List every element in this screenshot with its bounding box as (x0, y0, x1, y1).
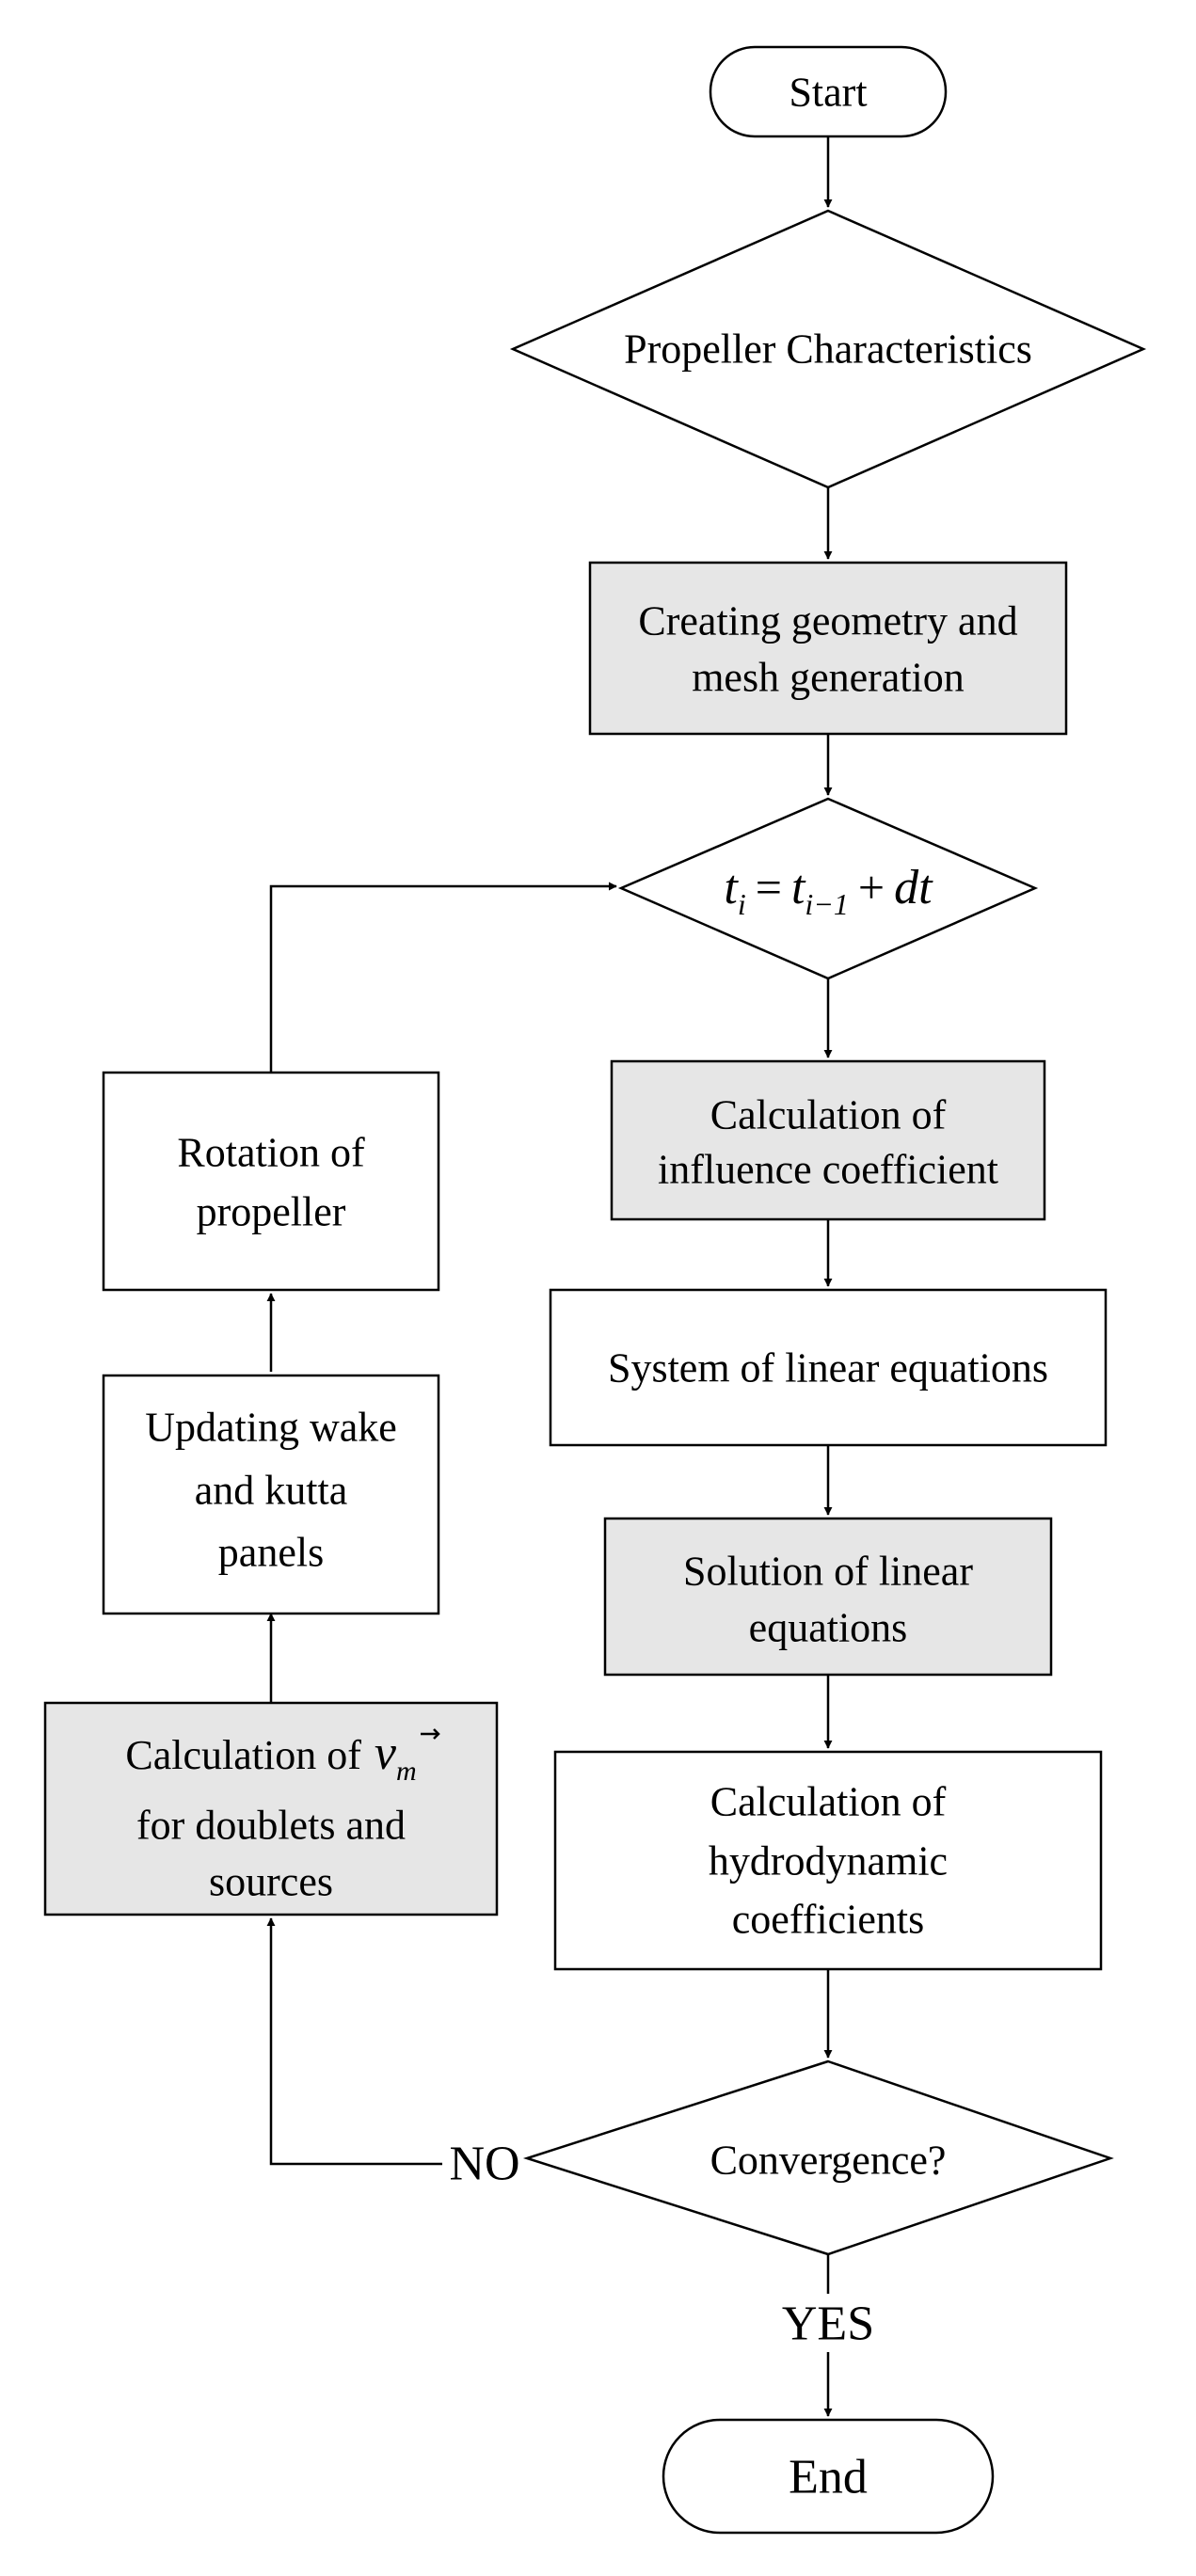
updating-wake-line1: Updating wake (145, 1405, 397, 1451)
influence-coefficient-line1: Calculation of (710, 1092, 947, 1138)
edge-label-yes: YES (782, 2298, 874, 2351)
rotation-line1: Rotation of (177, 1130, 365, 1176)
updating-wake-shape (102, 1374, 440, 1615)
hydrodynamic-line1: Calculation of (710, 1779, 947, 1825)
vector-arrow-icon (421, 1728, 440, 1740)
creating-geometry-node: Creating geometry and mesh generation (588, 561, 1068, 736)
edge-convergence-no-to-velocity (266, 1917, 527, 2166)
connectors (266, 136, 833, 2417)
convergence-label: Convergence? (710, 2138, 947, 2184)
start-shape (709, 45, 948, 138)
creating-geometry-line1: Creating geometry and (638, 598, 1017, 644)
velocity-calc-line2: for doublets and (136, 1803, 406, 1849)
convergence-shape (522, 2059, 1114, 2256)
hydrodynamic-node: Calculation of hydrodynamic coefficients (553, 1750, 1103, 1971)
time-step-shape (617, 797, 1039, 980)
end-label: End (789, 2451, 868, 2504)
yes-label-bg (772, 2294, 885, 2352)
edge-label-no: NO (449, 2138, 519, 2191)
time-step-equation: ti=ti−1+dt (724, 861, 933, 921)
solution-linear-line2: equations (749, 1605, 908, 1651)
propeller-characteristics-shape (509, 209, 1147, 489)
hydrodynamic-line2: hydrodynamic (709, 1838, 948, 1884)
velocity-calc-line3: sources (209, 1859, 333, 1905)
time-step-node: ti=ti−1+dt (617, 797, 1039, 980)
convergence-node: Convergence? (522, 2059, 1114, 2256)
start-terminator: Start (709, 45, 948, 138)
start-label: Start (789, 70, 867, 116)
rotation-shape (102, 1071, 440, 1292)
hydrodynamic-shape (553, 1750, 1103, 1971)
solution-linear-shape (603, 1517, 1053, 1677)
end-terminator: End (662, 2418, 995, 2535)
hydrodynamic-line3: coefficients (732, 1897, 924, 1943)
rotation-node: Rotation of propeller (102, 1071, 440, 1292)
system-linear-label: System of linear equations (608, 1345, 1048, 1391)
creating-geometry-shape (588, 561, 1068, 736)
solution-linear-node: Solution of linear equations (603, 1517, 1053, 1677)
edge-rotation-to-timestep (269, 882, 617, 1073)
rotation-line2: propeller (197, 1189, 346, 1235)
updating-wake-line3: panels (218, 1530, 324, 1576)
influence-coefficient-line2: influence coefficient (658, 1147, 998, 1193)
propeller-characteristics-node: Propeller Characteristics (509, 209, 1147, 489)
system-linear-shape (549, 1288, 1108, 1447)
no-label-bg (442, 2138, 533, 2190)
updating-wake-node: Updating wake and kutta panels (102, 1374, 440, 1615)
propeller-characteristics-label: Propeller Characteristics (624, 326, 1032, 373)
velocity-calc-shape (43, 1701, 499, 1916)
influence-coefficient-shape (610, 1059, 1046, 1221)
influence-coefficient-node: Calculation of influence coefficient (610, 1059, 1046, 1221)
end-shape (662, 2418, 995, 2535)
system-linear-node: System of linear equations (549, 1288, 1108, 1447)
creating-geometry-line2: mesh generation (692, 655, 965, 701)
updating-wake-line2: and kutta (195, 1468, 348, 1514)
solution-linear-line1: Solution of linear (683, 1549, 973, 1595)
